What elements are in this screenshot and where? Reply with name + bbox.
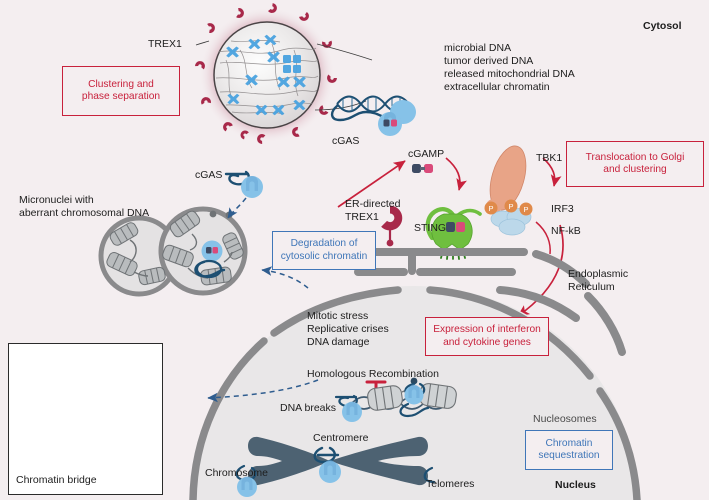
micronuclei-pair bbox=[98, 206, 248, 297]
er-trex1-protein bbox=[381, 205, 403, 247]
callout-translocation-line2: and clustering bbox=[603, 164, 667, 175]
dna-source-2: tumor derived DNA bbox=[444, 55, 534, 67]
callout-expression-interferon[interactable]: Expression of interferon and cytokine ge… bbox=[425, 317, 549, 356]
er-label-line2: Reticulum bbox=[568, 281, 615, 293]
callout-degradation-cytosolic-chromatin[interactable]: Degradation of cytosolic chromatin bbox=[272, 231, 376, 270]
callout-expression-line1: Expression of interferon bbox=[433, 324, 541, 336]
micronuclei-label-line1: Micronuclei with bbox=[19, 194, 94, 206]
micronucleus-top bbox=[195, 3, 373, 144]
er-trex1-label-line1: ER-directed bbox=[345, 198, 401, 210]
nfkb-label: NF-kB bbox=[551, 225, 581, 237]
cgamp-molecule bbox=[412, 164, 433, 173]
callout-clustering-line2: phase separation bbox=[81, 91, 161, 102]
callout-degradation-line1: Degradation of bbox=[290, 238, 358, 250]
chromosome-label: Chromosome bbox=[205, 467, 269, 479]
irf3-protein bbox=[490, 208, 532, 236]
trex1-label: TREX1 bbox=[148, 38, 182, 50]
stress-line-1: Mitotic stress bbox=[307, 310, 369, 322]
svg-text:P: P bbox=[488, 204, 493, 213]
dna-source-3: released mitochondrial DNA bbox=[444, 68, 575, 80]
sting-label: STING bbox=[414, 222, 447, 234]
chromatin-bridge-inset bbox=[8, 343, 163, 495]
callout-sequestration-line1: Chromatin bbox=[545, 437, 593, 449]
callout-translocation-golgi[interactable]: Translocation to Golgi and clustering bbox=[566, 141, 704, 187]
stress-line-3: DNA damage bbox=[307, 336, 370, 348]
trex1-molecules bbox=[195, 3, 337, 144]
callout-degradation-line2: cytosolic chromatin bbox=[280, 250, 368, 262]
tbk1-label: TBK1 bbox=[536, 152, 563, 164]
dna-source-1: microbial DNA bbox=[444, 42, 512, 54]
cgas-free-protein bbox=[224, 170, 263, 198]
cgas-in-micronucleus bbox=[194, 240, 226, 279]
callout-clustering-phase-separation[interactable]: Clustering and phase separation bbox=[62, 66, 180, 116]
micronuclei-label-line2: aberrant chromosomal DNA bbox=[19, 207, 150, 219]
cgas-dsdna-complex bbox=[330, 95, 416, 136]
nucleosomes-label: Nucleosomes bbox=[533, 413, 597, 425]
nucleus-label: Nucleus bbox=[555, 479, 596, 491]
cgas-micronuclei-label: cGAS bbox=[195, 169, 223, 181]
centromere-label: Centromere bbox=[313, 432, 369, 444]
chromosome-figure bbox=[248, 436, 436, 486]
callout-chromatin-sequestration[interactable]: Chromatin sequestration bbox=[525, 430, 613, 470]
nucleosome-chain bbox=[367, 377, 457, 418]
cytosol-label: Cytosol bbox=[643, 20, 682, 32]
endoplasmic-reticulum bbox=[354, 248, 626, 356]
nucleosome-stacks-left bbox=[106, 222, 166, 286]
dna-breaks-label: DNA breaks bbox=[280, 402, 337, 414]
irf3-label: IRF3 bbox=[551, 203, 574, 215]
nfkb-connector bbox=[535, 221, 551, 255]
phosphorylation-sites: P P P bbox=[484, 199, 533, 216]
callout-expression-line2: and cytokine genes bbox=[443, 336, 531, 348]
telomeres-label: Telomeres bbox=[426, 478, 475, 490]
chromatin-bridge-caption: Chromatin bridge bbox=[16, 474, 97, 486]
cgas-top-label: cGAS bbox=[332, 135, 360, 147]
stress-line-2: Replicative crises bbox=[307, 323, 389, 335]
svg-text:P: P bbox=[523, 205, 528, 214]
callout-clustering-line1: Clustering and bbox=[88, 78, 154, 90]
cgas-protein-top bbox=[378, 100, 416, 136]
svg-text:P: P bbox=[508, 202, 513, 211]
er-trex1-label-line2: TREX1 bbox=[345, 211, 379, 223]
dashed-flow-arrows bbox=[207, 197, 319, 403]
homologous-recombination-label: Homologous Recombination bbox=[307, 368, 439, 380]
sting-protein bbox=[425, 207, 482, 260]
er-label-line1: Endoplasmic bbox=[568, 268, 629, 280]
callout-sequestration-line2: sequestration bbox=[538, 450, 600, 461]
activation-arrows bbox=[337, 157, 564, 317]
telomere-cgas bbox=[235, 464, 257, 497]
dna-source-4: extracellular chromatin bbox=[444, 81, 550, 93]
cgamp-label: cGAMP bbox=[408, 148, 445, 160]
callout-translocation-line1: Translocation to Golgi bbox=[585, 151, 685, 163]
